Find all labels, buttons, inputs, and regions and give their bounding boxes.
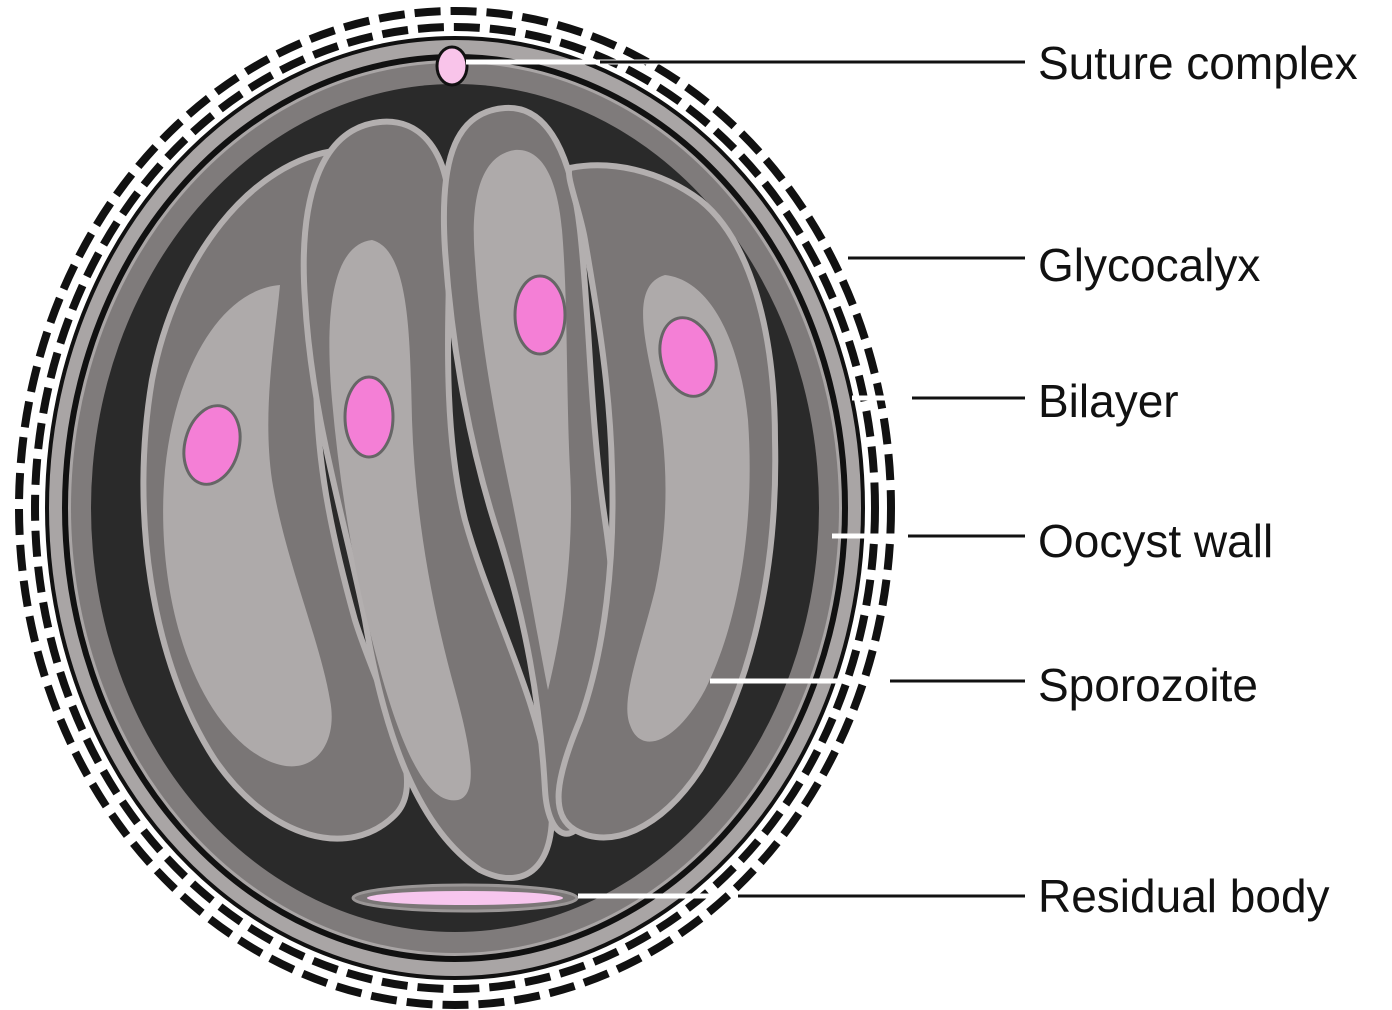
suture-complex-shape [437, 47, 467, 85]
label-residual-body: Residual body [1038, 873, 1330, 919]
label-oocyst-wall: Oocyst wall [1038, 518, 1273, 564]
label-sporozoite: Sporozoite [1038, 662, 1258, 708]
label-bilayer: Bilayer [1038, 378, 1179, 424]
sporozoite-nucleus [345, 377, 393, 457]
label-suture-complex: Suture complex [1038, 40, 1358, 86]
sporozoite-nucleus [515, 276, 565, 354]
residual-body-inner [367, 891, 563, 905]
label-glycocalyx: Glycocalyx [1038, 242, 1260, 288]
